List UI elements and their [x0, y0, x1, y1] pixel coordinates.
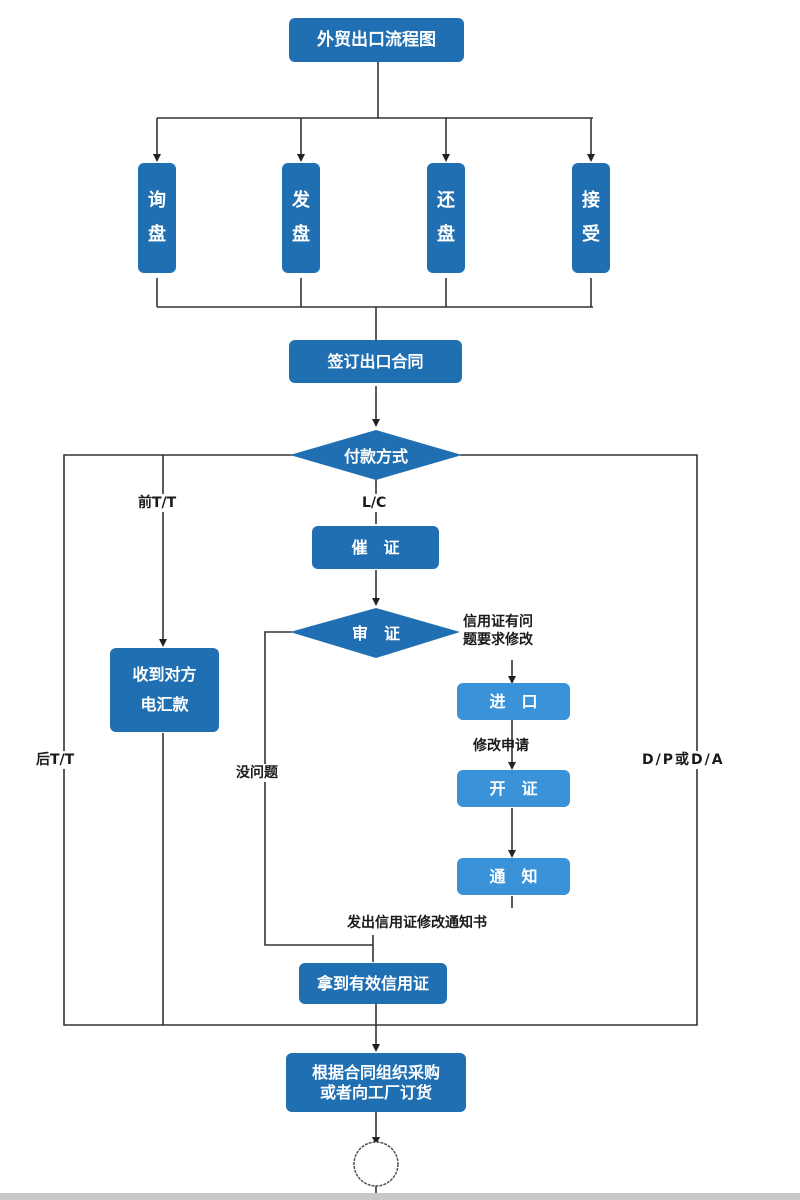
dp-da-label: D/P或D/A: [642, 751, 725, 770]
receive-tt-line-1: 收到对方: [132, 664, 197, 684]
notify-node: 通 知: [457, 858, 570, 895]
counter-offer-node: 还 盘: [427, 163, 465, 273]
offer-char-2: 盘: [292, 224, 310, 245]
procure-line-1: 根据合同组织采购: [311, 1062, 440, 1082]
importer-node: 进 口: [457, 683, 570, 720]
procure-node: 根据合同组织采购 或者向工厂订货: [286, 1053, 466, 1112]
sign-contract-node: 签订出口合同: [289, 340, 462, 383]
pre-tt-label: 前T/T: [138, 494, 177, 513]
procure-line-2: 或者向工厂订货: [319, 1082, 432, 1102]
review-lc-diamond: [290, 608, 460, 658]
counter-offer-char-2: 盘: [437, 224, 455, 245]
bottom-border: [0, 1193, 800, 1200]
inquiry-node: 询 盘: [138, 163, 176, 273]
post-tt-label: 后T/T: [36, 751, 75, 770]
lc-problem-line-2: 题要求修改: [463, 632, 533, 649]
no-problem-label: 没问题: [236, 764, 278, 783]
counter-offer-char-1: 还: [437, 189, 455, 211]
inquiry-char-2: 盘: [148, 224, 166, 245]
receive-tt-line-2: 电汇款: [140, 695, 189, 714]
acceptance-char-2: 受: [582, 224, 600, 245]
amend-request-label: 修改申请: [473, 738, 529, 754]
connector: [264, 631, 373, 946]
receive-tt-node: 收到对方 电汇款: [110, 648, 219, 732]
payment-method-label: 付款方式: [343, 447, 408, 466]
lc-problem-label: 信用证有问 题要求修改: [463, 613, 533, 649]
connector: [63, 454, 698, 1026]
open-lc-node: 开 证: [457, 770, 570, 807]
offer-node: 发 盘: [282, 163, 320, 273]
lc-label: L/C: [362, 494, 387, 513]
lc-problem-line-1: 信用证有问: [463, 614, 533, 630]
amend-notice-label: 发出信用证修改通知书: [347, 914, 487, 933]
acceptance-node: 接 受: [572, 163, 610, 273]
valid-lc-node: 拿到有效信用证: [299, 963, 447, 1004]
urge-lc-node: 催 证: [312, 526, 439, 569]
title-node: 外贸出口流程图: [289, 18, 464, 62]
inquiry-char-1: 询: [148, 189, 166, 211]
review-lc-label: 审 证: [351, 624, 400, 643]
offer-char-1: 发: [292, 189, 310, 211]
end-node: [353, 1141, 399, 1187]
acceptance-char-1: 接: [582, 189, 600, 211]
payment-method-diamond: [290, 430, 462, 480]
